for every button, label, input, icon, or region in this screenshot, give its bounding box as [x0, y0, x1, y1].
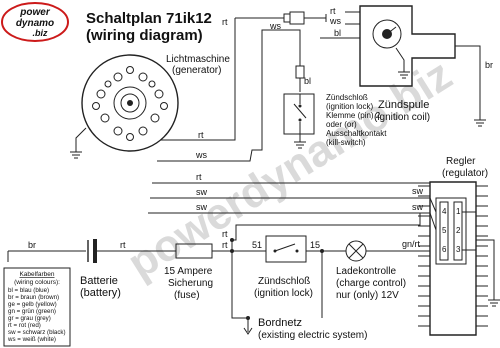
ignition-switch-symbol [265, 235, 307, 263]
lock-note-2: (ignition lock) [326, 102, 373, 111]
lock-note-1: Zündschloß [326, 93, 368, 102]
fuse-label-3: (fuse) [174, 290, 200, 301]
wire-label-sw-gen-2: sw [196, 202, 208, 212]
regulator-label-en: (regulator) [442, 168, 488, 179]
wire-label-bl-lock: bl [304, 76, 311, 86]
ignlock-label-en: (ignition lock) [254, 288, 313, 299]
legend-item: gr = grau (grey) [8, 315, 51, 322]
legend-title: Kabelfarben [19, 271, 54, 278]
wire-label-rt-coil: rt [330, 6, 336, 16]
terminal-51: 51 [252, 240, 262, 250]
lock-note-5: Ausschaltkontakt [326, 129, 387, 138]
wire-label-rt-bus-1: rt [222, 240, 228, 250]
regulator-label-de: Regler [446, 156, 476, 167]
generator-label-en: (generator) [172, 65, 221, 76]
mains-label-de: Bordnetz [258, 317, 302, 329]
title-line-1: Schaltplan 71ik12 [86, 10, 212, 27]
legend-subtitle: (wiring colours): [14, 279, 60, 286]
fuse-label-2: Sicherung [168, 278, 213, 289]
reg-pin-5: 5 [442, 226, 447, 235]
reg-pin-4: 4 [442, 207, 447, 216]
charge-lamp-symbol [345, 240, 367, 262]
brand-logo: power dynamo .biz [1, 2, 69, 42]
wire-colour-legend: Kabelfarben (wiring colours): bl = blau … [3, 267, 71, 347]
reg-pin-6: 6 [442, 245, 447, 254]
logo-line-1: power [19, 7, 51, 18]
legend-item: rt = rot (red) [8, 322, 41, 329]
wire-label-rt-gen-2: rt [196, 172, 202, 182]
wire-label-bl-coil: bl [334, 28, 341, 38]
wire-label-rt-bus-2: rt [222, 229, 228, 239]
logo-line-3: .biz [33, 28, 48, 38]
reg-pin-2: 2 [456, 226, 461, 235]
wire-label-ws-gen: ws [195, 150, 207, 160]
coil-label-de: Zündspule [378, 99, 429, 111]
title-line-2: (wiring diagram) [86, 27, 203, 44]
wire-label-rt-gen: rt [198, 130, 204, 140]
fuse-label-1: 15 Ampere [164, 266, 213, 277]
wire-label-br-bat: br [28, 240, 36, 250]
wire-label-ws-left: ws [269, 21, 281, 31]
legend-item: br = braun (brown) [8, 294, 59, 301]
battery-symbol [87, 239, 97, 263]
wire-label-rt-top: rt [222, 17, 228, 27]
ignlock-label-de: Zündschloß [258, 276, 310, 287]
reg-pin-3: 3 [456, 245, 461, 254]
regulator-symbol [418, 181, 488, 336]
generator-label-de: Lichtmaschine [166, 54, 230, 65]
wire-label-sw-reg-2: sw [412, 202, 424, 212]
lock-note-4: oder (or) [326, 120, 357, 129]
wire-label-gnrt: gn/rt [402, 239, 421, 249]
battery-label-de: Batterie [80, 275, 118, 287]
generator-symbol [81, 54, 179, 152]
wire-label-sw-reg-1: sw [412, 186, 424, 196]
wire-label-br: br [485, 60, 493, 70]
coil-label-en: (ignition coil) [374, 112, 430, 123]
lamp-label-en: (charge control) [336, 278, 406, 289]
mains-label-en: (existing electric system) [258, 330, 367, 341]
lock-note-3: Klemme (pin) 2 [326, 111, 381, 120]
lamp-label-note: nur (only) 12V [336, 290, 399, 301]
wire-label-rt-bat: rt [120, 240, 126, 250]
wire-label-sw-gen-1: sw [196, 187, 208, 197]
legend-item: bl = blau (blue) [8, 287, 49, 294]
wire-label-ws-coil: ws [329, 16, 341, 26]
lock-note-6: (kill-switch) [326, 138, 366, 147]
battery-label-en: (battery) [80, 287, 121, 299]
terminal-15: 15 [310, 240, 320, 250]
legend-item: ws = weiß (white) [7, 336, 56, 343]
legend-item: sw = schwarz (black) [8, 329, 66, 336]
lamp-label-de: Ladekontrolle [336, 266, 396, 277]
ignition-coil-symbol [359, 5, 456, 87]
legend-item: gn = grün (green) [8, 308, 56, 315]
reg-pin-1: 1 [456, 207, 461, 216]
legend-item: ge = gelb (yellow) [8, 301, 57, 308]
logo-line-2: dynamo [16, 18, 54, 29]
